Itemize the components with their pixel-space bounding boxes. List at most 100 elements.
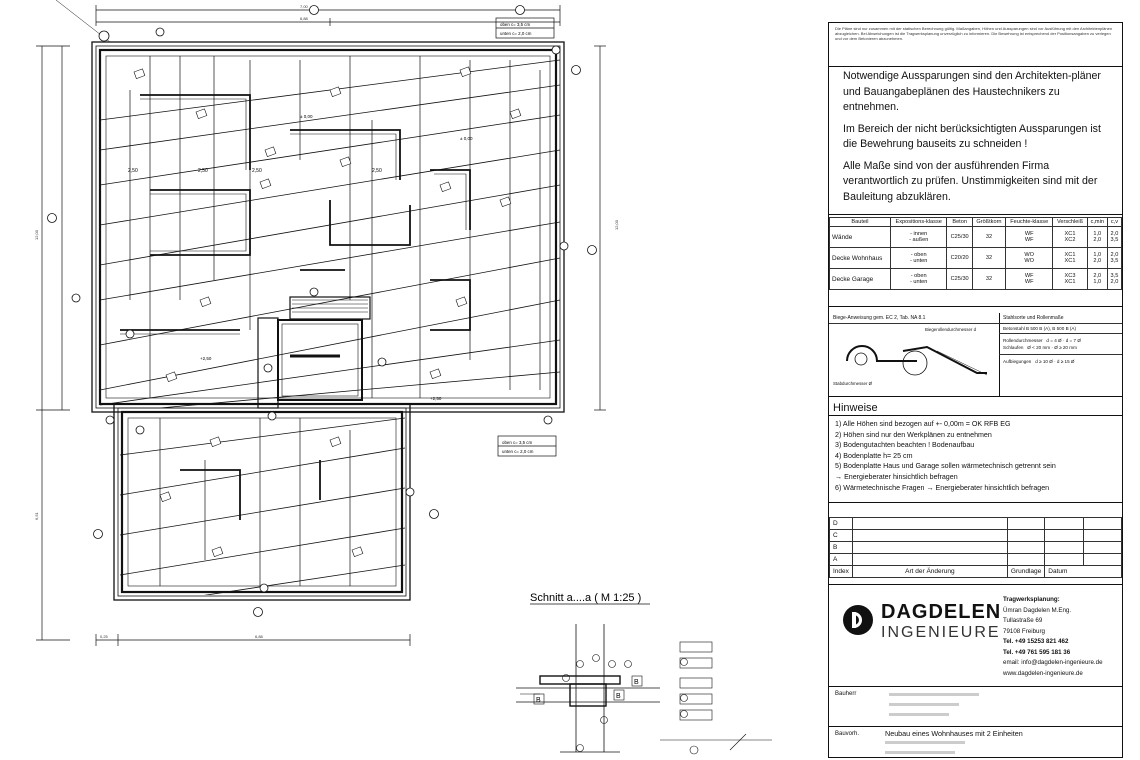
bending-hook-icon	[846, 345, 988, 376]
material-beton: C20/20	[946, 247, 973, 269]
list-item: 2) Höhen sind nur den Werkplänen zu entn…	[835, 430, 992, 439]
material-beton: C25/30	[946, 226, 973, 248]
section-label-b: B	[634, 679, 639, 686]
list-item: 6) Wärmetechnische Fragen → Energieberat…	[835, 483, 1050, 492]
axis-markers	[47, 5, 597, 617]
steel-title: Stahlsorte und Rollenmaße	[999, 313, 1122, 324]
house-rebar-diagonals	[99, 59, 560, 408]
room-label: 2,50	[372, 168, 382, 174]
room-label: 2,50	[198, 168, 208, 174]
note-line: Alle Maße sind von der ausführenden Firm…	[843, 159, 1098, 203]
material-korn: 32	[971, 247, 1007, 269]
bending-right: Stahlsorte und Rollenmaße Betonstahl B 5…	[999, 313, 1122, 397]
bending-instruction-box: Biege-Anweisung gem. EC 2, Tab. NA 8.1 B…	[829, 313, 1122, 397]
section-title: Schnitt a....a ( M 1:25 )	[530, 592, 641, 604]
svg-text:12,00: 12,00	[614, 219, 619, 230]
cover-top-lower: unten c= 2,0 cm	[500, 31, 532, 36]
revision-box: D C B A Index Art der Änderung Grundlage…	[829, 517, 1123, 585]
table-row: A	[829, 553, 1123, 566]
material-sub: - oben- unten	[889, 268, 948, 290]
steel-grade: Betonstahl B 500 B (A), B 500 B (A)	[999, 324, 1122, 334]
material-part: Decke Garage	[829, 268, 891, 290]
bending-left: Biege-Anweisung gem. EC 2, Tab. NA 8.1 B…	[829, 313, 1000, 397]
section-label-b: B	[616, 693, 621, 700]
table-row: Decke Wohnhaus - oben- unten C20/20 32 W…	[829, 247, 1123, 269]
material-header: c,v	[1106, 217, 1123, 227]
bending-caption: Biegerollendurchmesser d	[925, 327, 977, 332]
left-dimension-lines	[36, 45, 606, 641]
cover-top-upper: oben c= 3,5 cm	[500, 22, 530, 27]
inner-wall-faces	[120, 98, 467, 335]
company-name: DAGDELEN	[881, 601, 1002, 623]
dimension-tick-labels: 7,006,88 6,880,25 12,00 6,51 12,00	[34, 4, 619, 639]
svg-text:7,00: 7,00	[300, 4, 309, 9]
material-part: Wände	[829, 226, 891, 248]
level-label: +2,50	[430, 396, 442, 401]
note-line: Notwendige Aussparungen sind den Archite…	[843, 70, 1101, 113]
room-label: 2,50	[252, 168, 262, 174]
project-box: Bauvorh. Neubau eines Wohnhauses mit 2 E…	[829, 727, 1122, 759]
level-label: ± 0,00	[460, 136, 473, 141]
garage-slab-outline	[113, 403, 411, 601]
bending-legend: Stabdurchmesser Ø	[833, 381, 873, 386]
svg-text:12,00: 12,00	[34, 229, 39, 240]
material-beton: C25/30	[946, 268, 973, 290]
inner-walls	[120, 94, 471, 520]
client-box: Bauherr	[829, 687, 1122, 727]
svg-text:6,88: 6,88	[300, 16, 309, 21]
material-header: Feuchte-klasse	[1005, 217, 1054, 227]
material-header: Verschleiß	[1052, 217, 1088, 227]
company-subtitle: INGENIEURE	[881, 624, 1001, 641]
material-part: Decke Wohnhaus	[829, 247, 891, 269]
material-table: Bauteil Expositions-klasse Beton Größtko…	[829, 217, 1123, 290]
section-label-b: B	[536, 697, 541, 704]
garage-rebar-diagonals	[120, 417, 405, 595]
redacted-line	[885, 741, 965, 744]
material-korn: 32	[971, 226, 1007, 248]
list-item: 5) Bodenplatte Haus und Garage sollen wä…	[835, 462, 1056, 471]
material-header: Größtkorn	[971, 217, 1007, 227]
notes-text: Notwendige Aussparungen sind den Archite…	[829, 67, 1122, 205]
redacted-line	[889, 713, 949, 716]
list-item: → Energieberater hinsichtlich befragen	[835, 472, 958, 481]
client-label: Bauherr	[835, 691, 857, 697]
room-label: 2,50	[128, 168, 138, 174]
general-note: Die Pläne sind nur zusammen mit der stat…	[829, 23, 1122, 67]
cover-bottom-lower: unten c= 2,0 cm	[502, 449, 534, 454]
bottom-dimension-lines	[95, 634, 411, 646]
material-korn: 32	[971, 268, 1007, 290]
list-item: 4) Bodenplatte h= 25 cm	[835, 451, 913, 460]
title-block: Die Pläne sind nur zusammen mit der stat…	[828, 22, 1123, 758]
level-label: +2,50	[200, 356, 212, 361]
svg-text:0,25: 0,25	[100, 634, 109, 639]
redacted-line	[885, 751, 955, 754]
bending-row: Aufbiegungen d ≥ 10 Ø · d ≥ 15 Ø	[1003, 359, 1075, 364]
general-note-text: Die Pläne sind nur zusammen mit der stat…	[835, 26, 1113, 41]
cover-annotation-boxes	[495, 17, 557, 457]
company-contact: Tragwerksplanung: Ümran Dagdelen M.Eng. …	[1003, 596, 1103, 677]
hints-list: 1) Alle Höhen sind bezogen auf +- 0,00m …	[829, 416, 1122, 496]
project-label: Bauvorh.	[835, 731, 860, 737]
table-row: C	[829, 529, 1123, 542]
bending-title: Biege-Anweisung gem. EC 2, Tab. NA 8.1	[829, 313, 999, 324]
svg-text:6,88: 6,88	[255, 634, 264, 639]
bending-row: Rollendurchmesser d = 4 Ø · d = 7 Ø Schl…	[999, 334, 1122, 355]
list-item: 1) Alle Höhen sind bezogen auf +- 0,00m …	[835, 420, 1011, 428]
section-detail	[516, 624, 772, 755]
redacted-line	[889, 703, 959, 706]
list-item: 3) Bodengutachten beachten ! Bodenaufbau	[835, 441, 975, 450]
material-sub: - oben- unten	[889, 247, 948, 269]
